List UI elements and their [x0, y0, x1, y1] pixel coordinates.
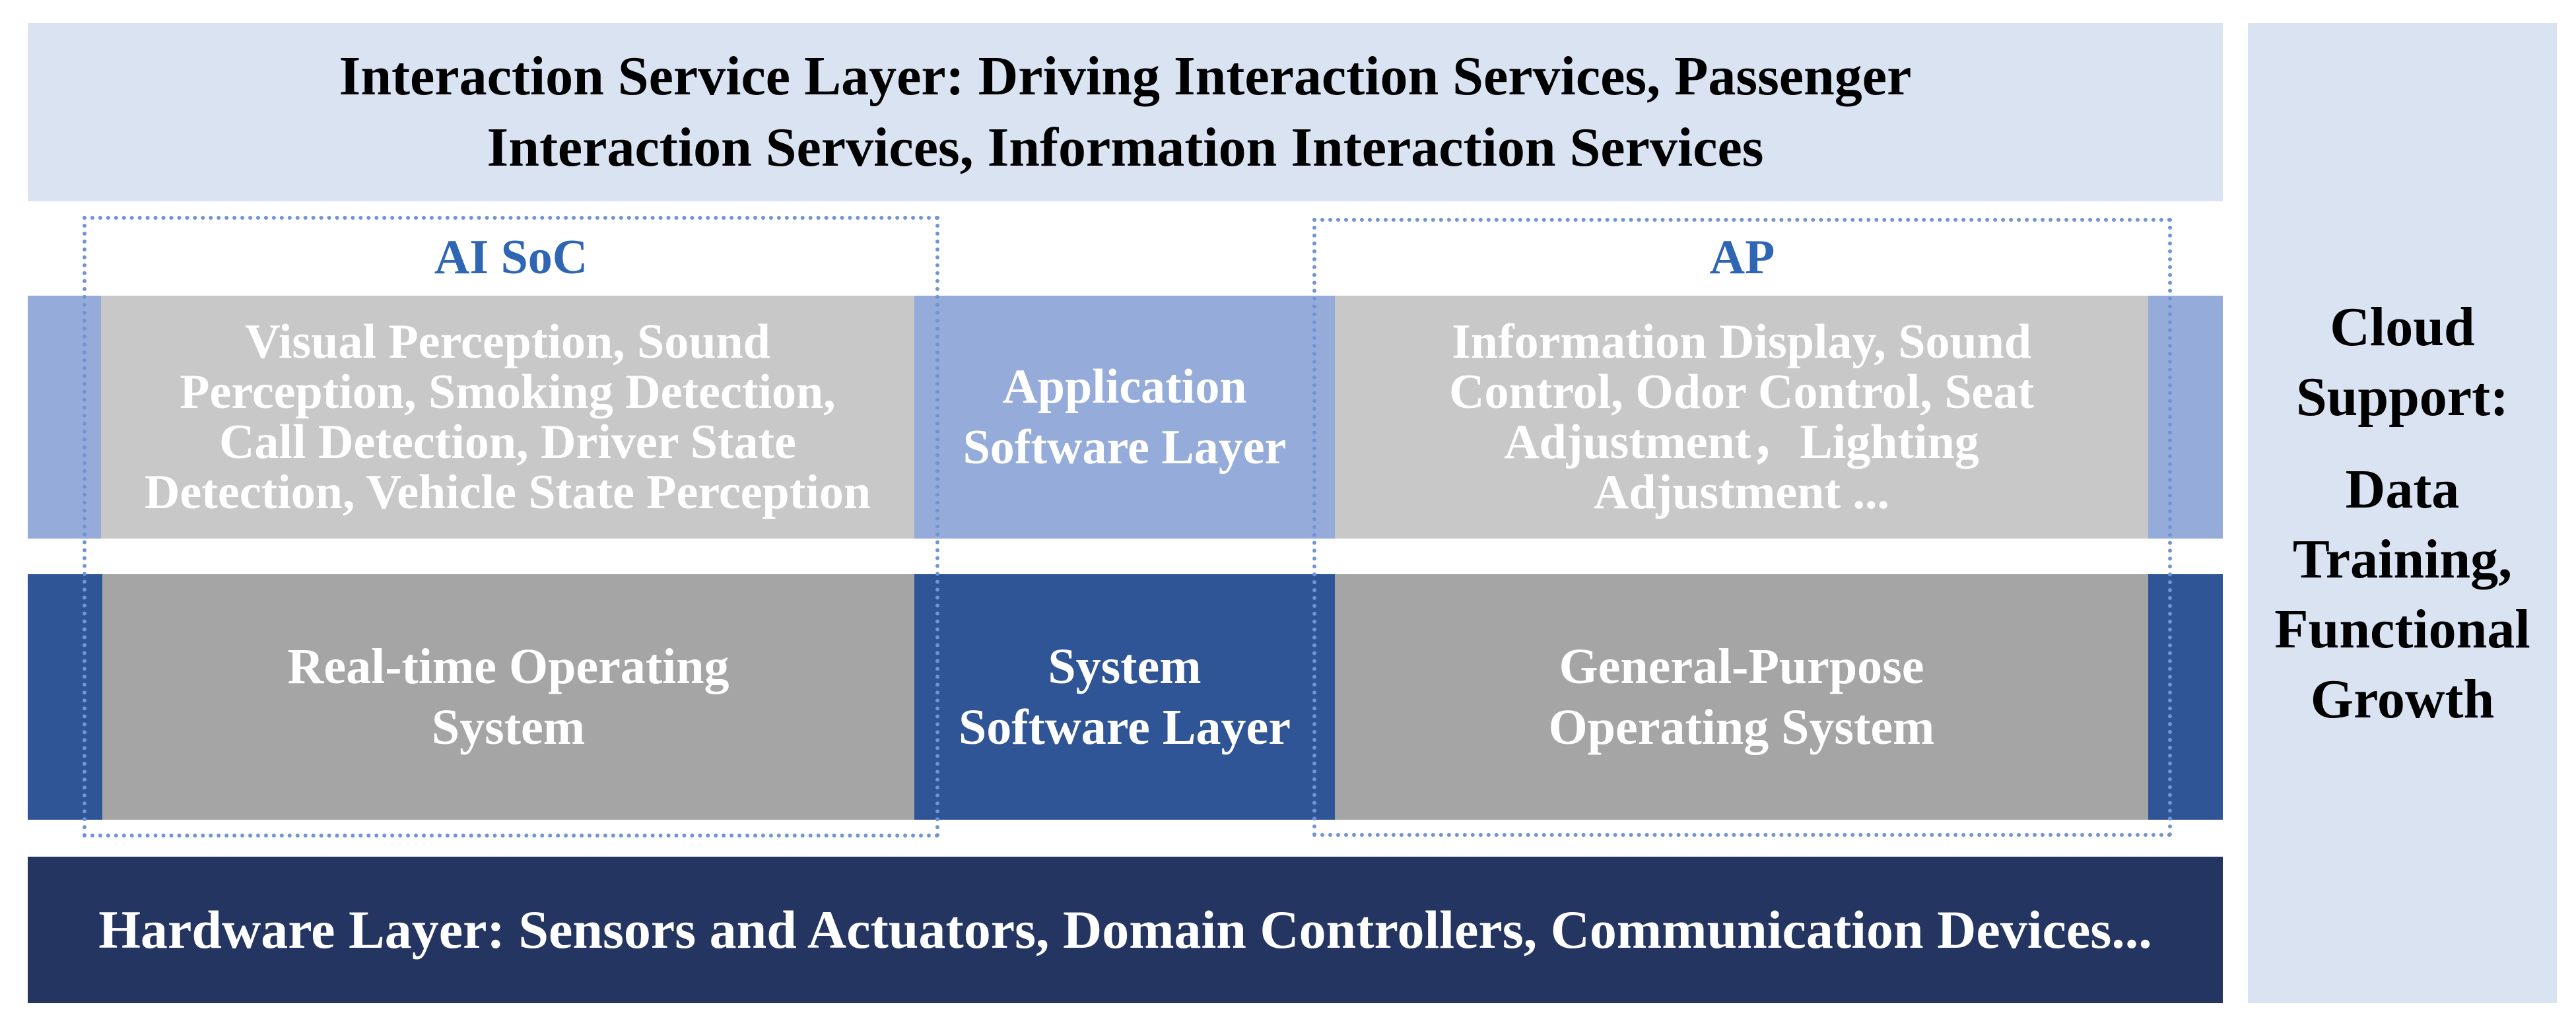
ap-application-text: Information Display, Sound Control, Odor…: [1449, 315, 2034, 519]
ap-application-cell: Information Display, Sound Control, Odor…: [1335, 296, 2148, 539]
hardware-layer-text: Hardware Layer: Sensors and Actuators, D…: [98, 900, 2152, 960]
system-software-layer-label: System Software Layer: [914, 574, 1335, 820]
ap-title: AP: [1709, 230, 1775, 284]
application-software-layer-text: Application Software Layer: [963, 360, 1287, 475]
interaction-service-layer-text: Interaction Service Layer: Driving Inter…: [339, 46, 1912, 178]
cloud-support-title: Cloud Support:: [2295, 296, 2509, 428]
hardware-layer: Hardware Layer: Sensors and Actuators, D…: [28, 857, 2223, 1003]
application-software-layer-label: Application Software Layer: [914, 296, 1335, 539]
ap-dotted-outline: [1312, 218, 2172, 837]
ai-soc-application-cell: Visual Perception, Sound Perception, Smo…: [101, 296, 914, 539]
ai-soc-dotted-outline: [83, 216, 939, 838]
ai-soc-system-text: Real-time Operating System: [287, 639, 729, 755]
ai-soc-application-text: Visual Perception, Sound Perception, Smo…: [144, 315, 871, 519]
ai-soc-system-cell: Real-time Operating System: [102, 574, 914, 820]
interaction-service-layer: Interaction Service Layer: Driving Inter…: [28, 23, 2223, 201]
cloud-support-panel: Cloud Support: Data Training, Functional…: [2248, 23, 2557, 1003]
ai-soc-title: AI SoC: [434, 230, 588, 284]
ap-system-cell: General-Purpose Operating System: [1335, 574, 2148, 820]
cloud-support-body: Data Training, Functional Growth: [2274, 458, 2530, 730]
ap-system-text: General-Purpose Operating System: [1548, 639, 1935, 755]
system-software-layer-text: System Software Layer: [958, 639, 1291, 755]
